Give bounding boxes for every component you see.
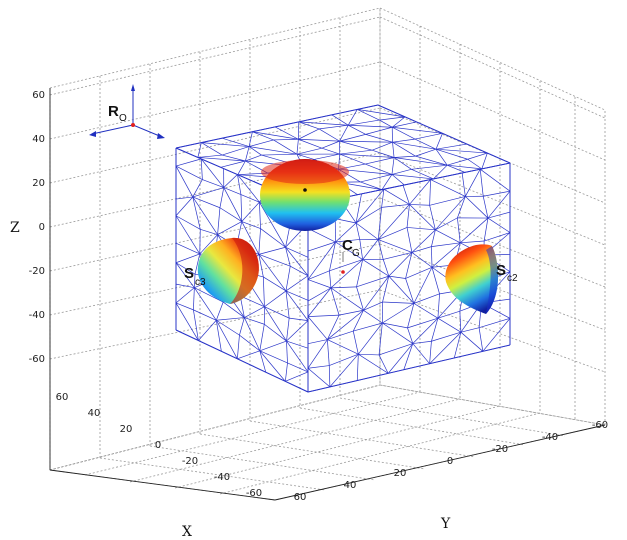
y-tick-label: 40 <box>344 480 357 491</box>
x-tick-label: 0 <box>155 440 161 451</box>
sc3-label: S <box>184 265 194 282</box>
cg-label: C <box>342 237 353 254</box>
y-tick-label: -20 <box>492 444 508 455</box>
z-tick-label: -20 <box>29 266 45 277</box>
z-tick-labels: 60 40 20 0 -20 -40 -60 <box>29 90 45 365</box>
hemisphere-top <box>260 159 350 231</box>
x-tick-label: -20 <box>182 456 198 467</box>
y-tick-label: 60 <box>294 492 307 503</box>
cg-marker <box>341 270 345 274</box>
y-tick-label: 20 <box>394 468 407 479</box>
reference-frame-ro <box>89 84 165 139</box>
y-axis-label: Y <box>440 516 451 532</box>
y-tick-labels: 60 40 20 0 -20 -40 -60 <box>294 420 609 503</box>
x-tick-label: 60 <box>56 392 69 403</box>
sc2-label-subscript: c2 <box>507 273 518 284</box>
axes-grid <box>49 7 606 501</box>
ro-label-subscript: O <box>119 113 127 124</box>
z-tick-label: -40 <box>29 310 45 321</box>
axis-box-edges <box>49 88 606 501</box>
x-tick-label: 40 <box>88 408 101 419</box>
x-tick-label: -60 <box>246 488 262 499</box>
z-axis-label: Z <box>10 220 20 236</box>
hemisphere-left-sc3 <box>197 237 259 304</box>
sc3-label-subscript: c3 <box>195 277 206 288</box>
ro-label: R <box>108 103 119 120</box>
x-axis-label: X <box>182 524 192 540</box>
x-tick-labels: 60 40 20 0 -20 -40 -60 <box>56 392 263 499</box>
z-tick-label: 0 <box>39 222 45 233</box>
y-tick-label: 0 <box>447 456 453 467</box>
z-tick-label: 60 <box>32 90 45 101</box>
z-tick-label: 40 <box>32 134 45 145</box>
y-tick-label: -60 <box>592 420 608 431</box>
cg-label-subscript: G <box>352 248 360 259</box>
y-tick-label: -40 <box>542 432 558 443</box>
hemisphere-right-sc2 <box>445 244 499 314</box>
z-tick-label: -60 <box>29 354 45 365</box>
x-tick-label: 20 <box>120 424 133 435</box>
sc2-label: S <box>496 262 506 279</box>
x-tick-label: -40 <box>214 472 230 483</box>
z-tick-label: 20 <box>32 178 45 189</box>
